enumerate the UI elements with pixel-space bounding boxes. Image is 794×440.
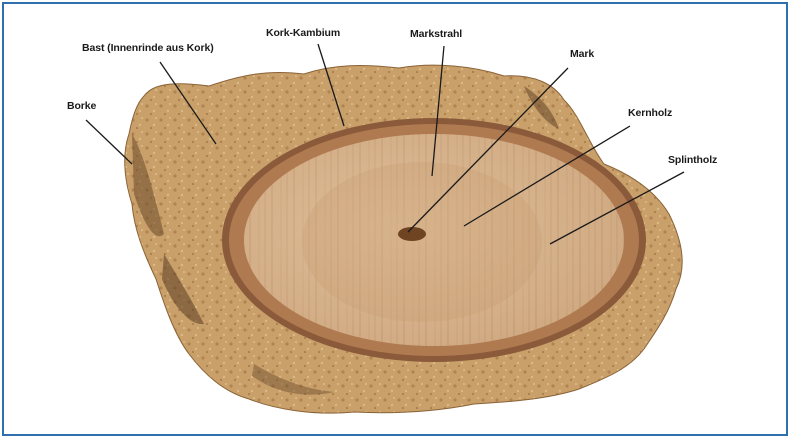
cork-cross-section-illustration [4, 4, 790, 438]
label-bast: Bast (Innenrinde aus Kork) [82, 42, 214, 54]
label-splintholz: Splintholz [668, 154, 717, 166]
heartwood-region [302, 162, 542, 322]
label-mark: Mark [570, 48, 594, 60]
leader-borke [86, 120, 132, 164]
label-kork-kambium: Kork-Kambium [266, 27, 340, 39]
pith [398, 227, 426, 241]
label-borke: Borke [67, 100, 96, 112]
label-kernholz: Kernholz [628, 107, 672, 119]
label-markstrahl: Markstrahl [410, 28, 462, 40]
image-frame: Borke Bast (Innenrinde aus Kork) Kork-Ka… [2, 2, 788, 436]
